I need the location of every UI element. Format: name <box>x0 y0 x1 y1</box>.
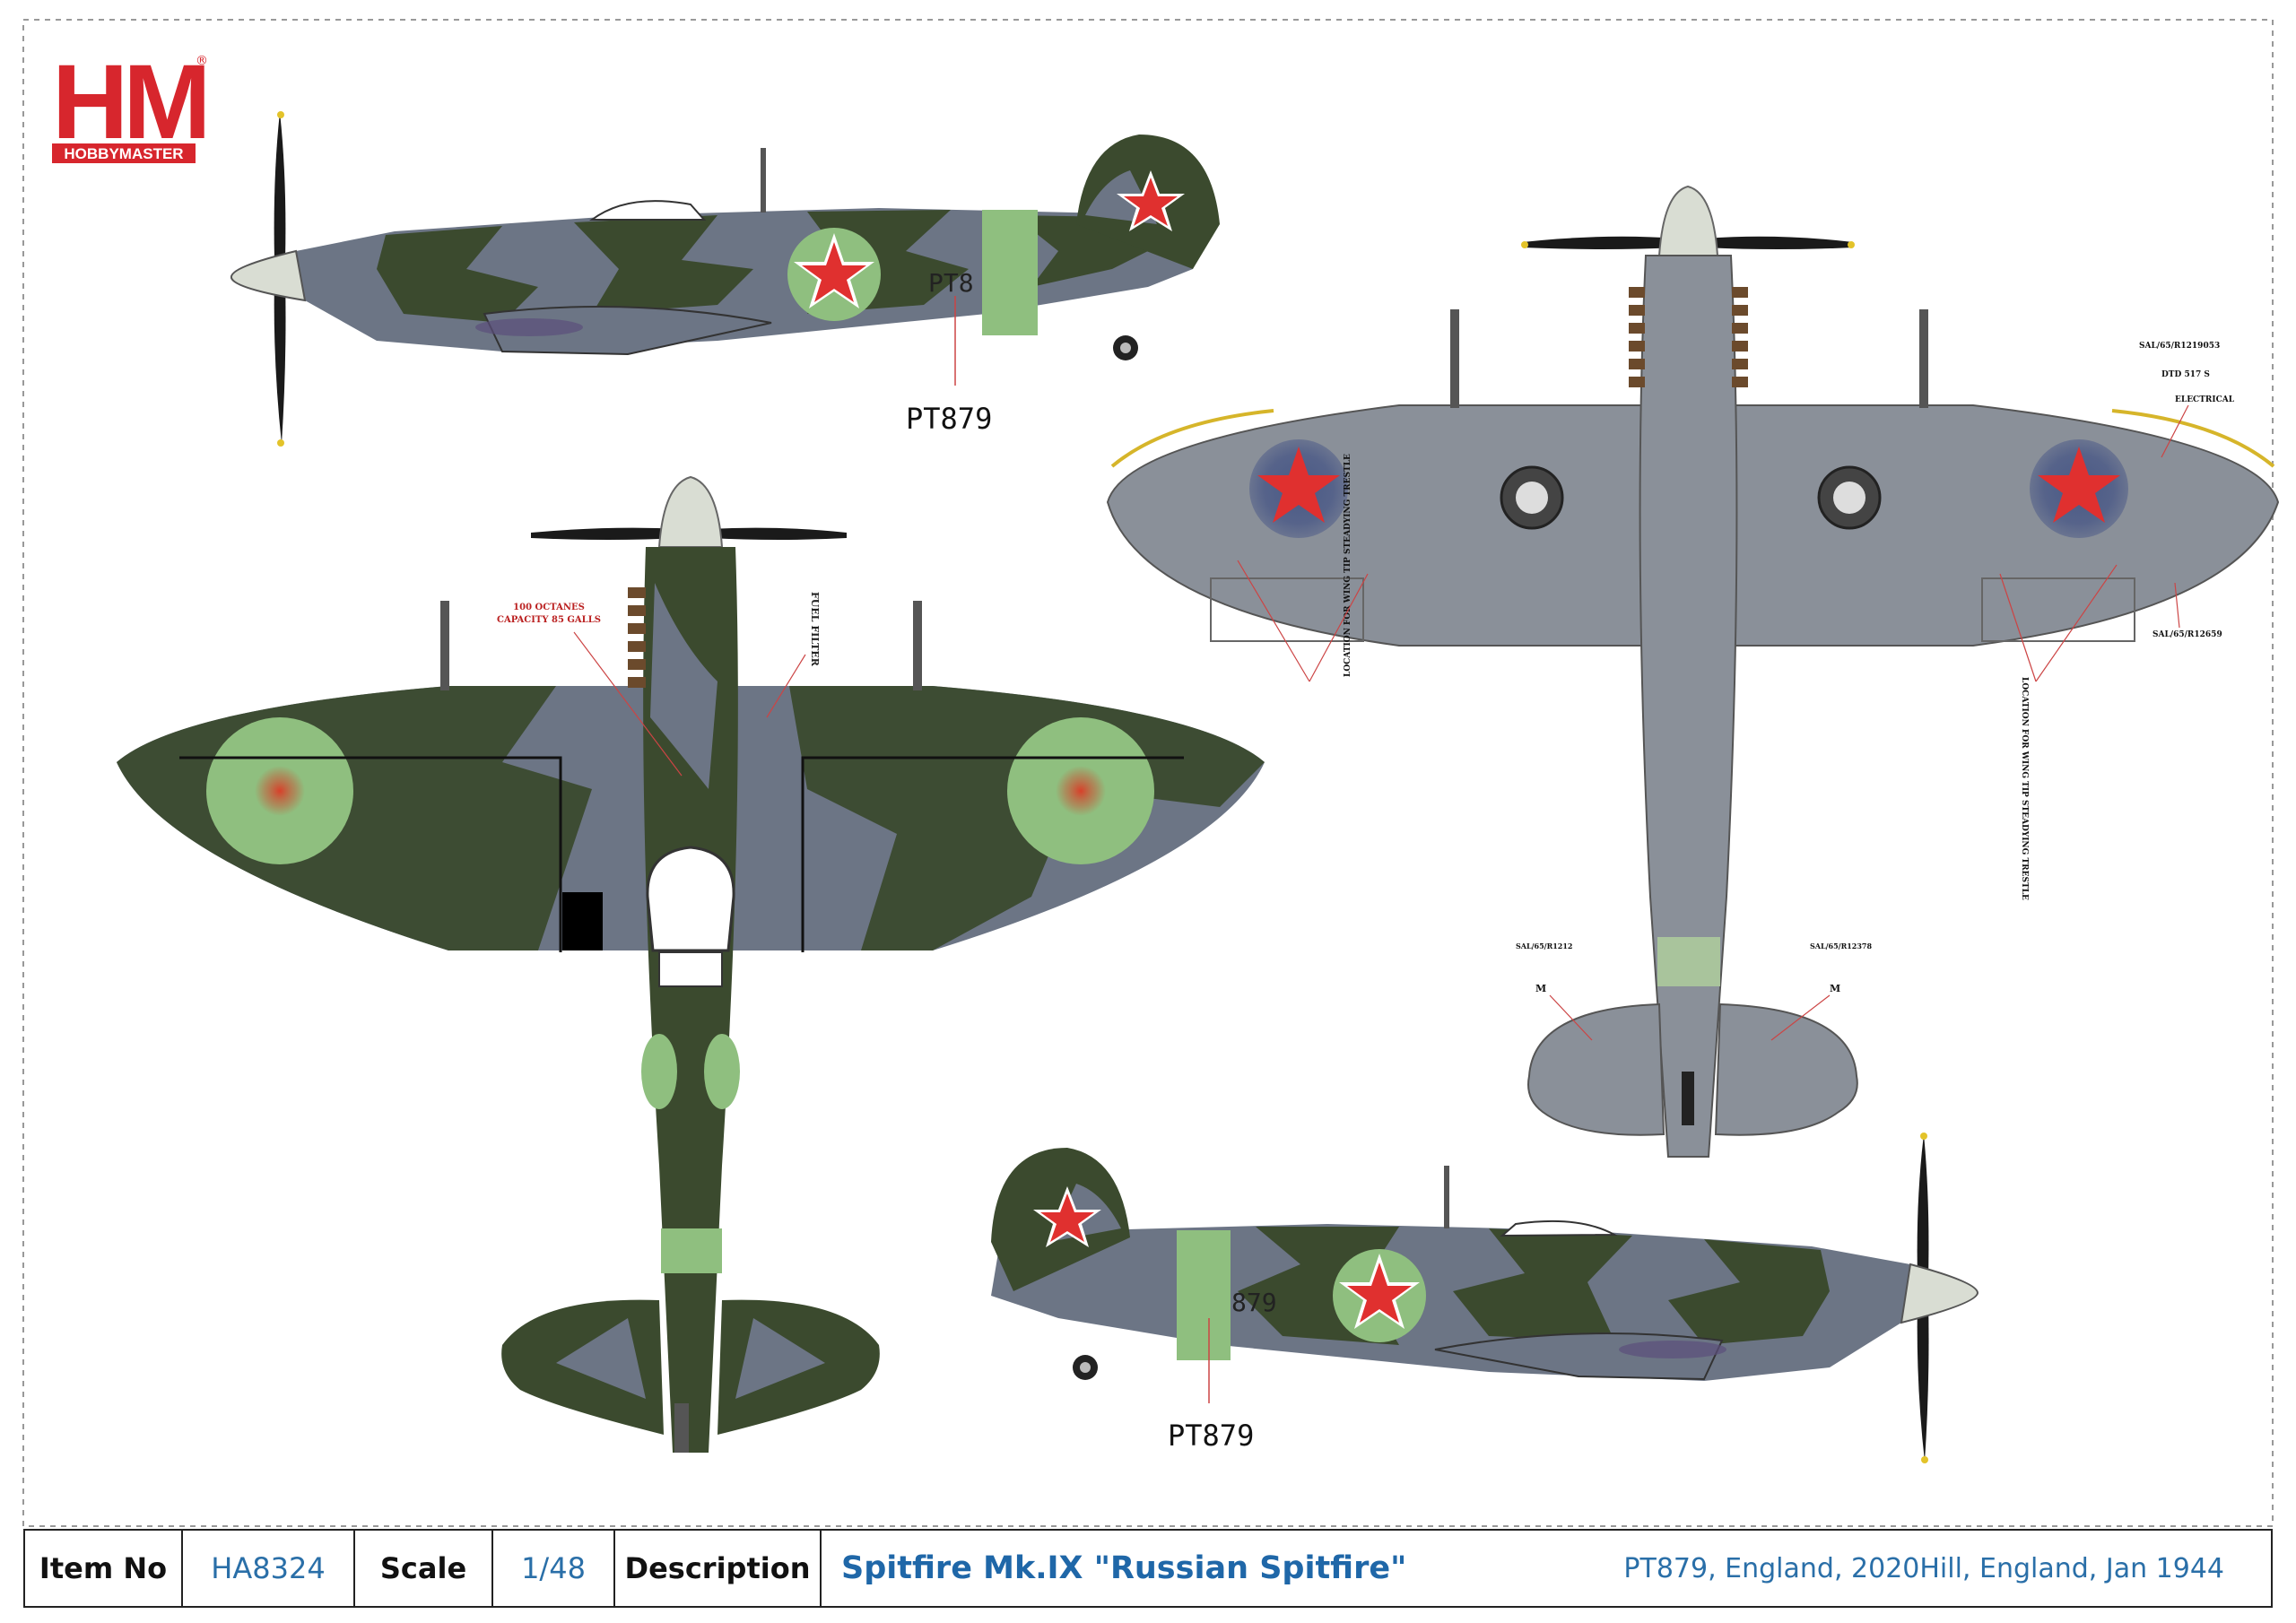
info-bar: Item No HA8324 Scale 1/48 Description Sp… <box>23 1529 2273 1608</box>
propeller-top-view <box>531 527 682 540</box>
propeller-blade-lower <box>274 278 286 444</box>
fuselage-serial-partial-left: PT8 <box>928 268 974 298</box>
fuselage-band-top <box>661 1228 722 1273</box>
spinner-right <box>1900 1263 1979 1324</box>
octane-note-line2: CAPACITY 85 GALLS <box>497 615 601 625</box>
logo-text: HOBBYMASTER <box>64 145 183 162</box>
fuselage-serial-partial-right: 879 <box>1231 1288 1277 1317</box>
description-cell: Spitfire Mk.IX "Russian Spitfire" PT879,… <box>822 1531 2271 1606</box>
serial-callout-top-left: PT879 <box>906 402 992 436</box>
side-profile-left-view: PT8 PT879 <box>230 111 1220 447</box>
fuselage-band-right <box>1177 1230 1231 1360</box>
hobbymaster-logo: HM HOBBYMASTER ® <box>52 43 212 163</box>
tail-stencil-left: SAL/65/R1212 <box>1516 942 1573 950</box>
spinner-bottom-view <box>1657 185 1719 256</box>
plan-view-upper-surface: 100 OCTANES CAPACITY 85 GALLS FUEL FILTE… <box>117 475 1265 1453</box>
canopy-top-view <box>646 846 735 952</box>
fuselage-bottom-view <box>1639 255 1738 1158</box>
m-mark-right: M <box>1830 983 1840 994</box>
stencil-right-mid: SAL/65/R12659 <box>2152 630 2222 639</box>
propeller-blade-upper <box>274 112 286 260</box>
fuselage-band-bottom <box>1657 937 1720 986</box>
fuselage-top-view <box>643 547 738 1453</box>
wing-tip-trestle-note: LOCATION FOR WING TIP STEADYING TRESTLE <box>1344 454 1352 677</box>
serial-callout-bottom-right: PT879 <box>1168 1419 1254 1453</box>
tailplane-bottom-view <box>1527 1002 1665 1136</box>
spinner-left <box>230 249 307 302</box>
fuel-filter-note: FUEL FILTER <box>809 592 821 667</box>
octane-note-line1: 100 OCTANES <box>513 603 585 612</box>
canopy-right <box>1500 1219 1618 1237</box>
wing-underside-left <box>483 306 772 356</box>
scale-label: Scale <box>355 1531 493 1606</box>
sheet-border <box>22 19 2274 1527</box>
stencil-top-right: SAL/65/R1219053 <box>2139 342 2220 351</box>
plan-view-lower-surface: SAL/65/R1219053 ELECTRICAL DTD 517 S SAL… <box>1106 185 2280 1158</box>
propeller-bottom-view <box>1523 236 1677 249</box>
item-no-value: HA8324 <box>183 1531 355 1606</box>
electrical-note: ELECTRICAL <box>2175 395 2235 404</box>
item-no-label: Item No <box>25 1531 183 1606</box>
canopy-left <box>588 200 707 221</box>
model-detail: PT879, England, 2020Hill, England, Jan 1… <box>1623 1552 2224 1584</box>
dtd-block: DTD 517 S <box>2161 370 2210 379</box>
propeller-right-profile-upper <box>1917 1134 1929 1278</box>
m-mark-left: M <box>1535 983 1546 994</box>
scale-value: 1/48 <box>493 1531 615 1606</box>
wing-tip-trestle-note-right: LOCATION FOR WING TIP STEADYING TRESTLE <box>2020 677 2029 900</box>
fuselage-band-left <box>982 210 1038 335</box>
spinner-top-view <box>657 475 724 548</box>
model-title: Spitfire Mk.IX "Russian Spitfire" <box>841 1550 1407 1586</box>
tail-stencil-right: SAL/65/R12378 <box>1810 942 1873 950</box>
description-label: Description <box>615 1531 822 1606</box>
side-profile-right-view: 879 PT879 <box>991 1133 1979 1463</box>
logo-letters: HM <box>52 43 206 161</box>
logo-registered: ® <box>196 54 208 68</box>
